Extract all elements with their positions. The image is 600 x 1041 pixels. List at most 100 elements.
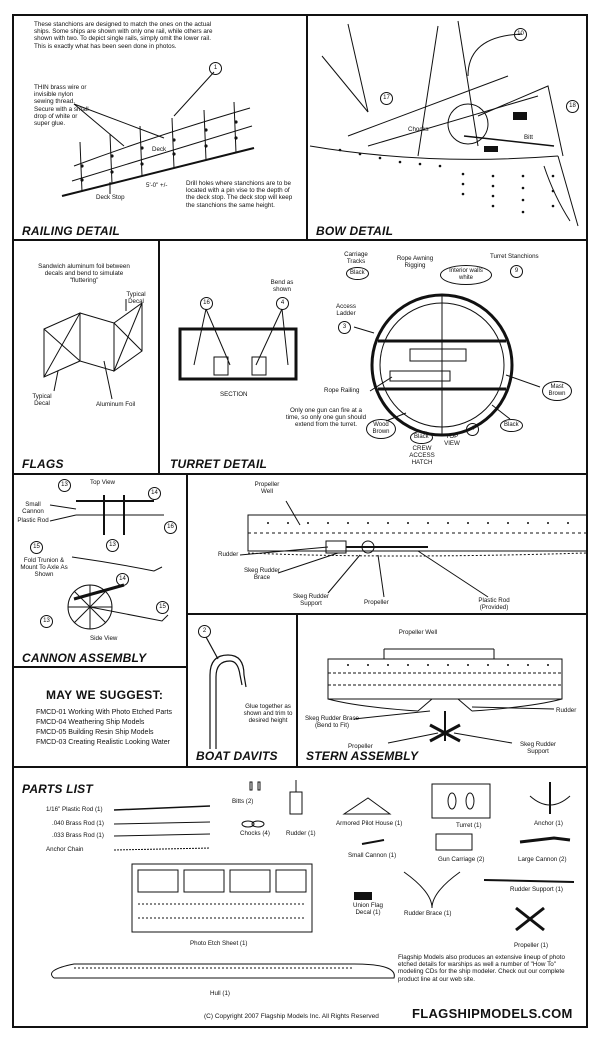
flags-drawing	[43, 299, 143, 400]
skeg-support-stern: Skeg Rudder Support	[519, 741, 557, 755]
dimension-label: 5'-0" +/-	[146, 182, 168, 189]
callout-16c: 16	[164, 521, 177, 534]
plastic-rod-part: 1/16" Plastic Rod (1)	[46, 806, 103, 813]
pilot-house-part: Armored Pilot House (1)	[336, 820, 403, 827]
callout-3: 3	[338, 321, 351, 334]
typical-decal-top: Typical Decal	[126, 291, 146, 305]
skeg-brace-stern: Skeg Rudder Brace (Bend to Fit)	[305, 715, 359, 729]
turret-part: Turret (1)	[456, 822, 482, 829]
stern-top-drawing	[239, 500, 586, 598]
wood-oval: Wood Brown	[366, 419, 396, 439]
skeg-brace-top: Skeg Rudder Brace	[243, 567, 281, 581]
typical-decal-bottom: Typical Decal	[32, 393, 52, 407]
bitts-part: Bitts (2)	[232, 798, 254, 805]
interior-oval: Interior walls white	[440, 265, 492, 285]
deck-stop-label: Deck Stop	[96, 194, 125, 201]
chocks-label: Chocks	[408, 126, 429, 133]
plastic-rod-label: Plastic Rod	[17, 517, 49, 524]
bend-label: Bend as shown	[270, 279, 294, 293]
mast-oval: Mast Brown	[542, 381, 572, 401]
railing-intro: These stanchions are designed to match t…	[34, 21, 213, 50]
stern-title: STERN ASSEMBLY	[306, 749, 419, 763]
suggest-title: MAY WE SUGGEST:	[46, 688, 164, 702]
cannon-assembly-panel: Top View 13 14 16 13 15 14 13 15 Small C…	[12, 473, 188, 668]
propeller-stern-label: Propeller	[348, 743, 373, 750]
flags-title: FLAGS	[22, 457, 64, 471]
boat-davits-panel: 2 Glue together as shown and trim to des…	[186, 613, 298, 768]
stern-top-panel: Propeller Well Rudder Skeg Rudder Brace …	[186, 473, 588, 615]
side-view-label: Side View	[90, 635, 118, 642]
cannon-drawing	[49, 495, 169, 630]
large-cannon-part: Large Cannon (2)	[518, 856, 567, 863]
callout-14a: 14	[148, 487, 161, 500]
stern-assembly-panel: Propeller Well Rudder Skeg Rudder Brace …	[296, 613, 588, 768]
suggest-item-2: FMCD-04 Weathering Ship Models	[36, 719, 145, 726]
chocks-part: Chocks (4)	[240, 830, 270, 837]
bow-detail-panel: 10 17 18 Chocks Bitt	[306, 14, 588, 241]
cannon-top-view-label: Top View	[90, 479, 115, 486]
gun-carriage-part: Gun Carriage (2)	[438, 856, 485, 863]
rope-awning-label: Rope Awning Rigging	[396, 255, 434, 269]
bow-title: BOW DETAIL	[316, 224, 394, 238]
suggest-item-4: FMCD-03 Creating Realistic Looking Water	[36, 739, 170, 746]
skeg-support-top: Skeg Rudder Support	[292, 593, 330, 607]
gun-note: Only one gun can fire at a time, so only…	[285, 407, 367, 429]
section-label: SECTION	[220, 391, 248, 398]
carriage-label: Carriage Tracks	[344, 251, 368, 265]
bow-drawing	[309, 20, 579, 227]
stern-assembly-drawing	[327, 648, 563, 744]
railing-title: RAILING DETAIL	[22, 224, 120, 238]
parts-list-panel: PARTS LIST 1/16" Plastic Rod (1) .040 Br…	[12, 766, 588, 1028]
railing-drawing	[61, 71, 255, 197]
davits-note: Glue together as shown and trim to desir…	[243, 703, 293, 724]
propeller-part: Propeller (1)	[514, 942, 549, 949]
rudder-part: Rudder (1)	[286, 830, 316, 837]
drill-note: Drill holes where stanchions are to be l…	[186, 180, 293, 209]
promo-text: Flagship Models also produces an extensi…	[398, 954, 565, 983]
callout-2: 2	[198, 625, 211, 638]
callout-17: 17	[380, 92, 393, 105]
davits-title: BOAT DAVITS	[196, 749, 278, 763]
photo-etch-part: Photo Etch Sheet (1)	[190, 940, 248, 947]
callout-13c: 13	[40, 615, 53, 628]
copyright: (C) Copyright 2007 Flagship Models Inc. …	[204, 1013, 379, 1020]
black-oval-3: Black	[500, 419, 523, 432]
small-cannon-label: Small Cannon	[22, 501, 44, 515]
website[interactable]: FLAGSHIPMODELS.COM	[412, 1006, 573, 1021]
railing-detail-panel: These stanchions are designed to match t…	[12, 14, 308, 241]
rudder-top-label: Rudder	[218, 551, 239, 558]
bitt-label: Bitt	[524, 134, 533, 141]
anchor-part: Anchor (1)	[534, 820, 563, 827]
suggest-item-1: FMCD-01 Working With Photo Etched Parts	[36, 709, 173, 716]
rudder-brace-part: Rudder Brace (1)	[404, 910, 452, 917]
rope-railing-label: Rope Railing	[324, 387, 360, 394]
callout-15b: 15	[156, 601, 169, 614]
callout-18: 18	[566, 100, 579, 113]
brass-033-part: .033 Brass Rod (1)	[52, 832, 104, 839]
cannon-title: CANNON ASSEMBLY	[22, 651, 147, 665]
parts-title: PARTS LIST	[22, 782, 93, 796]
flags-panel: Sandwich aluminum foil between decals an…	[12, 239, 160, 475]
propeller-well-stern: Propeller Well	[398, 629, 438, 636]
small-cannon-part: Small Cannon (1)	[348, 852, 397, 859]
callout-9: 9	[510, 265, 523, 278]
fold-note: Fold Trunion & Mount To Axle As Shown	[20, 557, 68, 578]
callout-15a: 15	[30, 541, 43, 554]
callout-13b: 13	[106, 539, 119, 552]
turret-detail-panel: 16 4 Bend as shown SECTION Carriage Trac…	[158, 239, 588, 475]
turret-title: TURRET DETAIL	[170, 457, 268, 471]
callout-13a: 13	[58, 479, 71, 492]
union-flag-part: Union Flag Decal (1)	[353, 902, 383, 916]
propeller-top-label: Propeller	[364, 599, 389, 606]
crew-hatch-label: CREW ACCESS HATCH	[409, 445, 435, 466]
stanchions-label: Turret Stanchions	[490, 253, 539, 260]
plastic-rod-top: Plastic Rod (Provided)	[478, 597, 510, 611]
brass-040-part: .040 Brass Rod (1)	[52, 820, 104, 827]
suggest-panel: MAY WE SUGGEST: FMCD-01 Working With Pho…	[12, 666, 188, 768]
thin-wire-note: THIN brass wire or invisible nylon sewin…	[34, 84, 89, 128]
flags-note: Sandwich aluminum foil between decals an…	[38, 263, 130, 285]
davits-drawing	[205, 636, 247, 749]
deck-label: Deck	[152, 146, 167, 153]
aluminum-foil-label: Aluminum Foil	[96, 401, 136, 408]
